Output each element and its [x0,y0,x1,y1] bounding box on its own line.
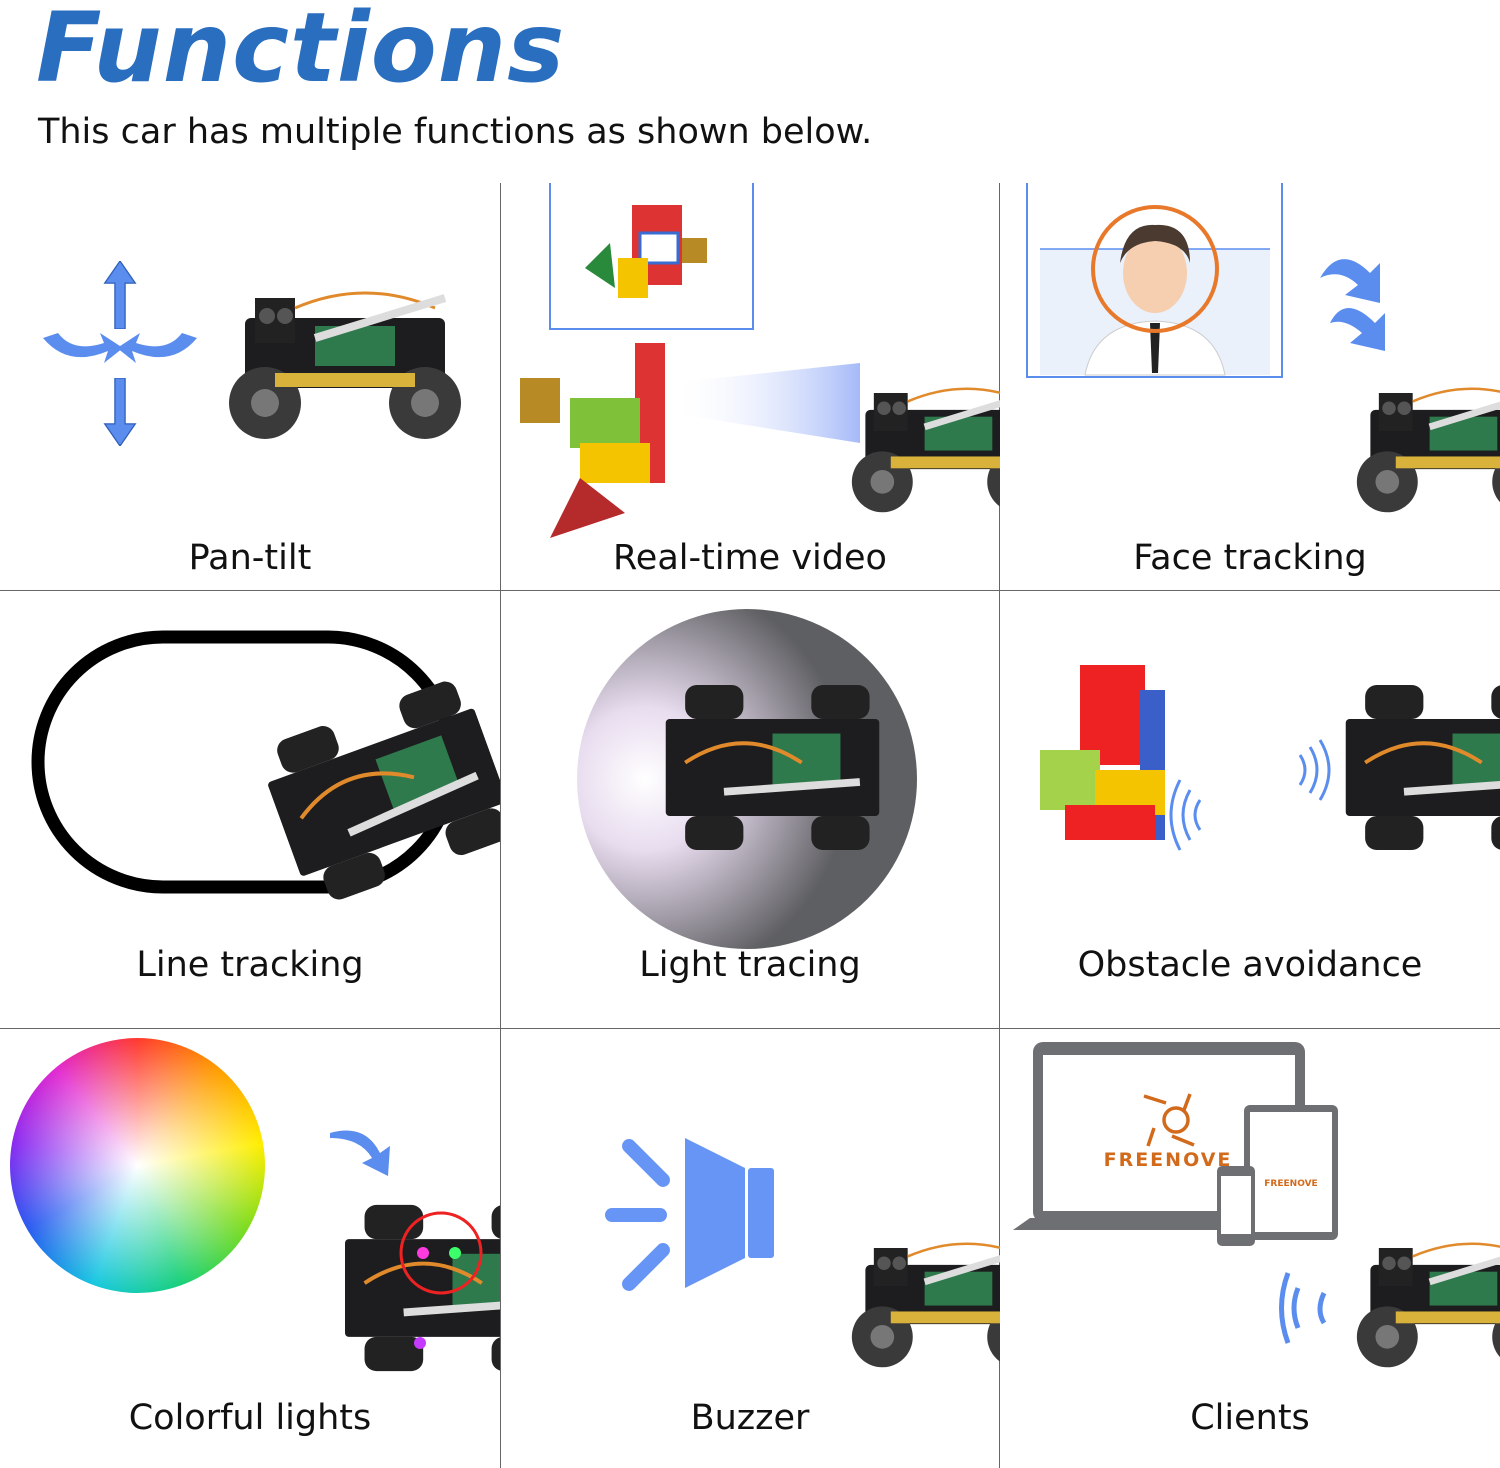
divider [0,590,1500,591]
function-label: Buzzer [690,1398,810,1438]
function-card-pan-tilt: Pan-tilt [0,183,500,590]
light-spot-icon [577,609,917,949]
function-card-face-tracking: Face tracking [1000,183,1500,590]
function-label: Face tracking [1133,538,1367,578]
function-label: Real-time video [613,538,887,578]
freenove-logo: FREENOVE [1264,1179,1317,1189]
function-card-obstacle-avoidance: Obstacle avoidance [1000,590,1500,1028]
camera-view-icon [520,183,1000,538]
functions-grid: Pan-tilt Real-time video [0,183,1500,1468]
function-label: Clients [1190,1398,1310,1438]
pan-tilt-arrows-icon [43,261,500,446]
function-label: Colorful lights [128,1398,372,1438]
function-label: Line tracking [136,945,364,985]
track-loop-icon [31,630,500,1028]
function-card-light-tracing: Light tracing [500,590,1000,1028]
face-frame-icon [1026,183,1500,590]
function-label: Pan-tilt [188,538,312,578]
speaker-icon [605,1138,1000,1468]
function-card-line-tracking: Line tracking [0,590,500,1028]
page-subtitle: This car has multiple functions as shown… [38,112,873,152]
devices-icon: FREENOVE FREENOVE [1013,1042,1500,1468]
ultrasonic-wave-icon [1040,665,1500,851]
freenove-logo: FREENOVE [1104,1149,1233,1171]
function-card-buzzer: Buzzer [500,1028,1000,1468]
function-card-colorful-lights: Colorful lights [0,1028,500,1468]
divider [500,183,501,1468]
color-wheel-icon [10,1038,500,1468]
function-card-real-time-video: Real-time video [500,183,1000,590]
function-card-clients: FREENOVE FREENOVE Clients [1000,1028,1500,1468]
page-title: Functions [36,0,566,104]
divider [0,1028,1500,1029]
function-label: Light tracing [639,945,861,985]
divider [999,183,1000,1468]
function-label: Obstacle avoidance [1077,945,1423,985]
